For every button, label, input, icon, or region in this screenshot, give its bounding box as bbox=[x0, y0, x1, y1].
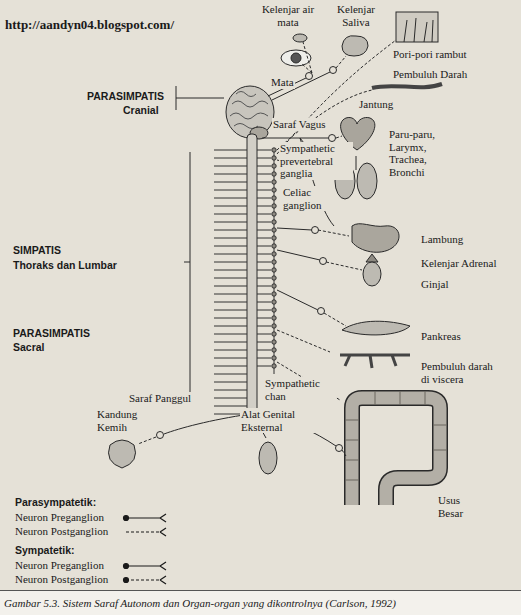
organ-label: Sympatetik: bbox=[14, 544, 76, 556]
figure-caption: Gambar 5.3. Sistem Saraf Autonom dan Org… bbox=[4, 597, 396, 609]
legend-text: Neuron Preganglion bbox=[14, 559, 105, 572]
organ-label: http://aandyn04.blogspot.com/ bbox=[4, 18, 175, 33]
organ-label: Kelenjar Saliva bbox=[330, 3, 382, 28]
organ-label: Kelenjar Adrenal bbox=[420, 257, 497, 270]
organ-label: Mata bbox=[270, 76, 295, 89]
organ-label: Pembuluh darah di viscera bbox=[420, 360, 504, 385]
organ-label: Kandung Kemih bbox=[96, 408, 150, 433]
organ-label: Alat Genital Eksternal bbox=[240, 408, 316, 433]
organ-label: Sympathetic prevertebral ganglia bbox=[279, 142, 353, 180]
organ-label: Kelenjar air mata bbox=[256, 3, 320, 28]
organ-label: PARASIMPATIS bbox=[12, 327, 91, 339]
organ-label: Sacral bbox=[12, 341, 46, 353]
organ-label: Pori-pori rambut bbox=[392, 48, 468, 61]
organ-label: Celiac ganglion bbox=[282, 186, 334, 211]
organ-label: Paru-paru, Larymx, Trachea, Bronchi bbox=[388, 128, 452, 179]
organ-label: SIMPATIS bbox=[12, 244, 62, 256]
organ-label: Lambung bbox=[420, 233, 464, 246]
organ-label: Usus Besar bbox=[437, 494, 483, 519]
legend-text: Neuron Postganglion bbox=[14, 525, 109, 538]
organ-label: Pembuluh Darah bbox=[392, 68, 468, 81]
organ-label: Parasympatetik: bbox=[14, 496, 97, 508]
organ-label: Saraf Vagus bbox=[272, 118, 327, 131]
organ-label: Ginjal bbox=[420, 278, 450, 291]
organ-label: Thoraks dan Lumbar bbox=[12, 259, 118, 271]
organ-label: Cranial bbox=[122, 104, 160, 116]
organ-label: Jantung bbox=[358, 98, 394, 111]
organ-label: PARASIMPATIS bbox=[86, 90, 165, 102]
legend-text: Neuron Postganglion bbox=[14, 573, 109, 586]
organ-label: Pankreas bbox=[420, 330, 462, 343]
organ-label: Saraf Panggul bbox=[128, 392, 192, 405]
organ-label: Sympathetic chan bbox=[264, 377, 336, 402]
legend-text: Neuron Preganglion bbox=[14, 511, 105, 524]
